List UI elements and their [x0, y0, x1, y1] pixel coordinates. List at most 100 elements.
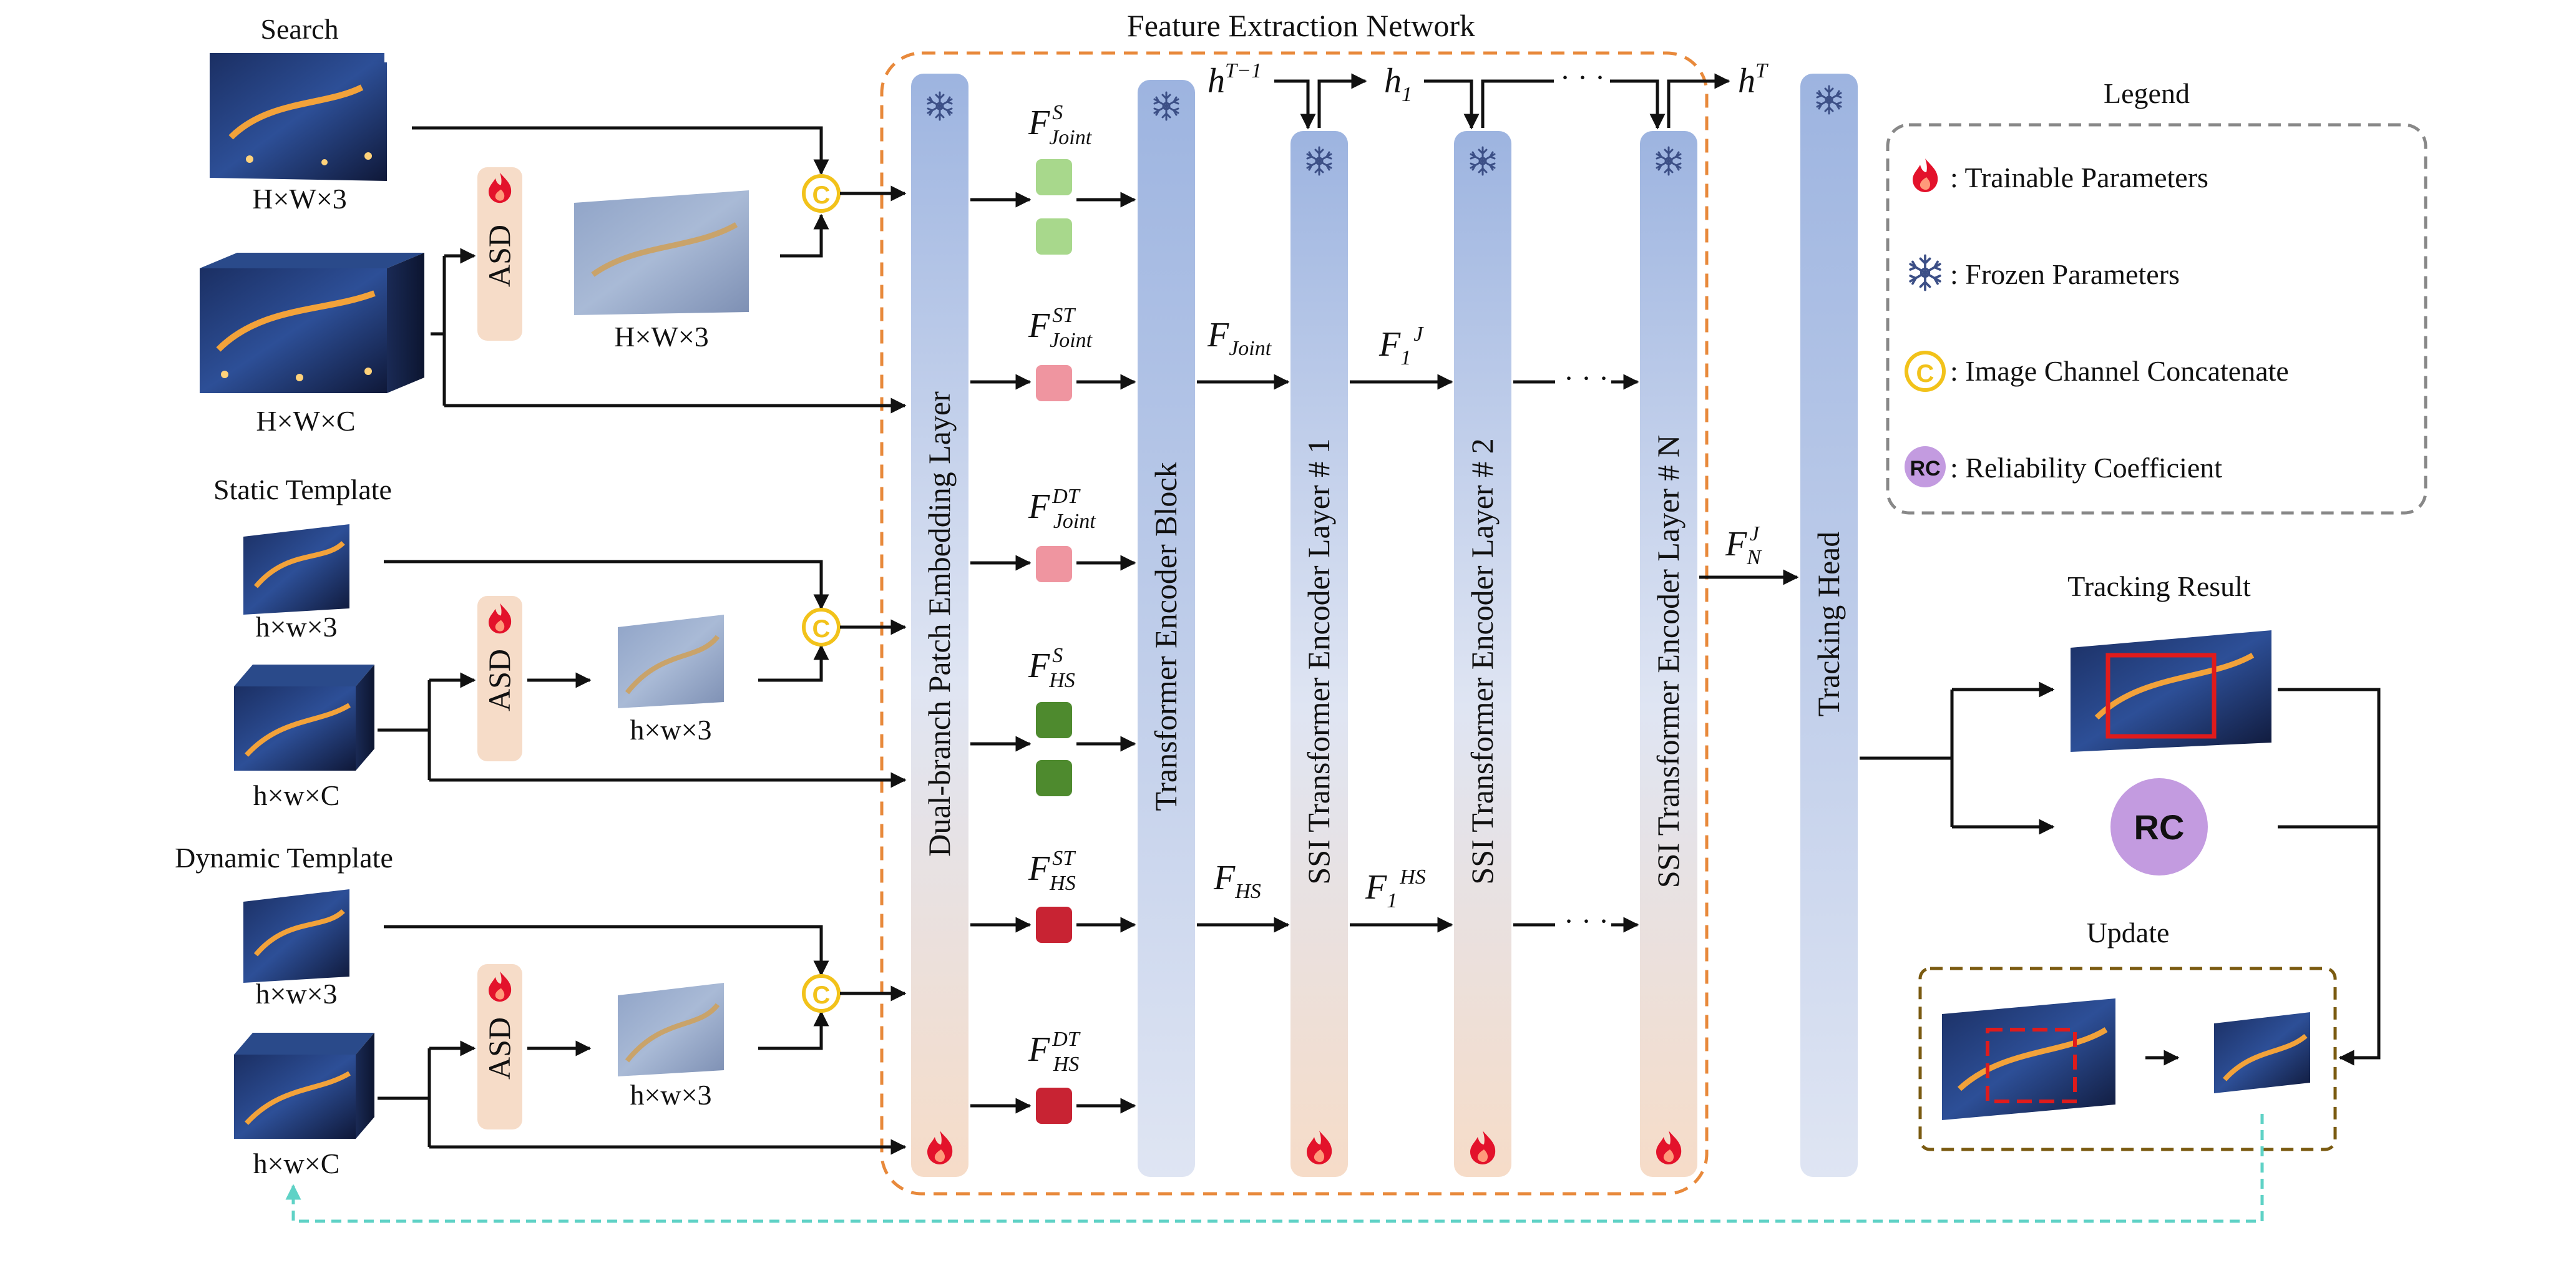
- tracking-result-title: Tracking Result: [2067, 570, 2251, 602]
- search-title: Search: [260, 13, 338, 45]
- ssi-encoder-layer-n-column: SSI Transformer Encoder Layer # N: [1640, 131, 1697, 1177]
- svg-text:: Frozen Parameters: : Frozen Parameters: [1950, 258, 2180, 290]
- hs-dt-token: [1036, 1088, 1072, 1124]
- ssi-encoder-layer-1-column: SSI Transformer Encoder Layer # 1: [1290, 131, 1348, 1177]
- dynamic-rgb-image: [243, 889, 349, 983]
- svg-text:C: C: [1916, 360, 1934, 388]
- fn-j-label: FNJ: [1725, 522, 1762, 569]
- f-hs-label: FHS: [1213, 859, 1261, 903]
- update-crop-box: [1986, 1028, 2077, 1103]
- search-hsi-cube: [200, 253, 424, 393]
- asd-label: ASD: [482, 649, 517, 711]
- rc-circle: [2110, 778, 2208, 875]
- legend-item-frozen: : Frozen Parameters: [1909, 254, 2180, 291]
- concat-icon: [802, 174, 841, 213]
- svg-text:: Reliability Coefficient: : Reliability Coefficient: [1950, 452, 2222, 484]
- static-asd-output-size: h×w×3: [630, 714, 711, 746]
- dynamic-template-title: Dynamic Template: [175, 842, 393, 874]
- hs-s-token: [1036, 760, 1072, 796]
- tracking-bbox: [2105, 653, 2217, 739]
- static-asd-output-image: [618, 615, 724, 708]
- svg-text:C: C: [812, 615, 831, 643]
- f1-j-label: F1J: [1378, 323, 1424, 369]
- asd-label: ASD: [482, 1017, 517, 1080]
- dynamic-asd-output-size: h×w×3: [630, 1079, 711, 1111]
- snowflake-icon: [1909, 254, 1941, 291]
- joint-st-token: [1036, 365, 1072, 401]
- static-rgb-size: h×w×3: [255, 611, 337, 643]
- joint-s-token: [1036, 159, 1072, 195]
- joint-s-token: [1036, 218, 1072, 255]
- static-hsi-cube: [234, 665, 374, 771]
- search-asd-output-image: [574, 190, 749, 315]
- f-joint-label: FJoint: [1207, 316, 1272, 360]
- legend-item-trainable: : Trainable Parameters: [1913, 159, 2208, 193]
- svg-text:Dual-branch Patch Embedding La: Dual-branch Patch Embedding Layer: [922, 391, 957, 857]
- legend-title: Legend: [2104, 77, 2190, 109]
- joint-dt-token: [1036, 546, 1072, 582]
- dynamic-rgb-size: h×w×3: [255, 978, 337, 1010]
- feature-extraction-frame: [880, 51, 1709, 1196]
- static-asd-block: ASD: [477, 596, 522, 761]
- network-title: Feature Extraction Network: [1127, 8, 1475, 43]
- svg-text:Transformer Encoder Block: Transformer Encoder Block: [1148, 462, 1183, 811]
- legend-item-rc: RC : Reliability Coefficient: [1905, 446, 2222, 487]
- hs-st-token: [1036, 907, 1072, 943]
- ssi-encoder-layer-2-column: SSI Transformer Encoder Layer # 2: [1454, 131, 1511, 1177]
- svg-text:C: C: [812, 182, 831, 209]
- search-rgb-size: H×W×3: [252, 183, 347, 215]
- concat-icon: [1905, 351, 1946, 392]
- legend-box: [1886, 123, 2427, 515]
- hs-ellipsis: · · ·: [1564, 905, 1609, 938]
- transformer-encoder-block-column: Transformer Encoder Block: [1138, 80, 1195, 1177]
- update-feedback-line: [285, 1114, 2264, 1223]
- svg-text:SSI Transformer Encoder Layer: SSI Transformer Encoder Layer # N: [1651, 435, 1686, 888]
- search-rgb-image: [210, 53, 387, 181]
- search-asd-output-size: H×W×3: [614, 321, 709, 353]
- dynamic-asd-output-image: [618, 983, 724, 1076]
- rc-icon: [1905, 446, 1946, 487]
- token-arrows: [970, 192, 1136, 1114]
- legend-item-concat: C : Image Channel Concatenate: [1905, 351, 2289, 392]
- h1-label: h1: [1384, 62, 1412, 106]
- h-ellipsis: · · ·: [1560, 61, 1605, 94]
- update-box: [1918, 967, 2337, 1151]
- update-title: Update: [2087, 917, 2170, 949]
- update-template-image: [2214, 1012, 2310, 1093]
- concat-icon: [802, 974, 841, 1013]
- svg-text:SSI Transformer Encoder Layer: SSI Transformer Encoder Layer # 2: [1465, 438, 1500, 884]
- tracking-result-image: [2071, 630, 2271, 752]
- dynamic-asd-block: ASD: [477, 964, 522, 1129]
- svg-text:SSI Transformer Encoder Layer: SSI Transformer Encoder Layer # 1: [1301, 438, 1336, 884]
- h-t-minus-1-label: hT−1: [1208, 59, 1262, 100]
- joint-ellipsis: · · ·: [1564, 362, 1609, 395]
- tracking-head-column: Tracking Head: [1800, 74, 1858, 1177]
- tracking-output-arrows: [1860, 681, 2381, 1066]
- rc-label: RC: [2134, 807, 2185, 847]
- svg-text:Tracking Head: Tracking Head: [1811, 532, 1846, 717]
- svg-text:C: C: [812, 982, 831, 1009]
- static-template-title: Static Template: [213, 474, 392, 505]
- update-search-image: [1942, 998, 2115, 1120]
- dual-branch-patch-embedding-column: Dual-branch Patch Embedding Layer: [911, 74, 968, 1177]
- search-hsi-size: H×W×C: [256, 405, 355, 437]
- static-hsi-size: h×w×C: [253, 779, 340, 811]
- dynamic-hsi-cube: [234, 1033, 374, 1139]
- concat-icon: [802, 608, 841, 646]
- f1-hs-label: F1HS: [1365, 866, 1426, 912]
- svg-text:: Image Channel Concatenate: : Image Channel Concatenate: [1950, 355, 2289, 387]
- flame-icon: [1913, 159, 1938, 192]
- dynamic-hsi-size: h×w×C: [253, 1148, 340, 1179]
- h-t-label: hT: [1738, 59, 1769, 100]
- svg-text:RC: RC: [1910, 457, 1940, 480]
- static-rgb-image: [243, 524, 349, 615]
- asd-label: ASD: [482, 225, 517, 287]
- hs-s-token: [1036, 702, 1072, 738]
